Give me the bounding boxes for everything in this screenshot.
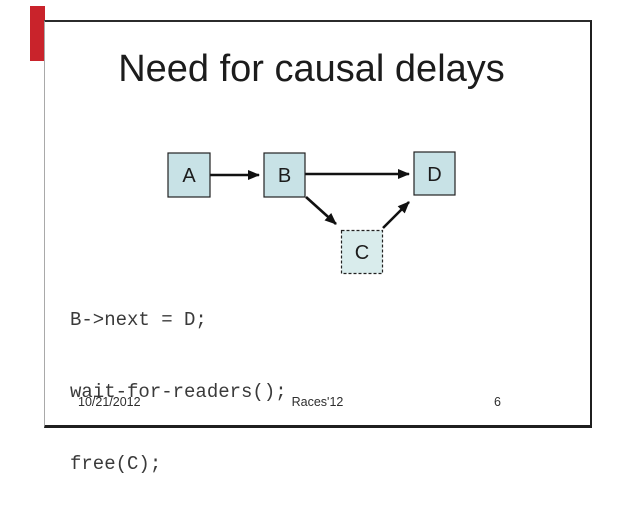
code-line: B->next = D; — [70, 309, 207, 331]
node-a-box — [167, 152, 211, 198]
node-c-box — [340, 229, 384, 275]
node-a-label: A — [182, 165, 196, 187]
node-d-box — [413, 151, 456, 196]
code-line: free(C); — [70, 453, 162, 475]
slide-canvas: Need for causal delays A B C D B->next =… — [44, 20, 592, 475]
node-c-label: C — [355, 242, 369, 264]
node-b-box — [263, 152, 306, 198]
edge-b-to-c-arrow — [305, 196, 337, 225]
footer-date: 10/21/2012 — [78, 395, 141, 409]
footer-conference: Races'12 — [291, 395, 344, 409]
node-d-label: D — [427, 164, 441, 186]
node-b-label: B — [278, 165, 291, 187]
footer-page-number: 6 — [494, 395, 501, 409]
causal-graph-diagram: A B C D — [167, 151, 456, 275]
red-accent-bar — [30, 6, 45, 61]
code-block: B->next = D; wait-for-readers(); free(C)… — [70, 260, 287, 524]
code-line: wait-for-readers(); — [70, 381, 287, 403]
edge-c-to-d-arrow — [382, 201, 410, 229]
slide-title: Need for causal delays — [118, 48, 505, 90]
